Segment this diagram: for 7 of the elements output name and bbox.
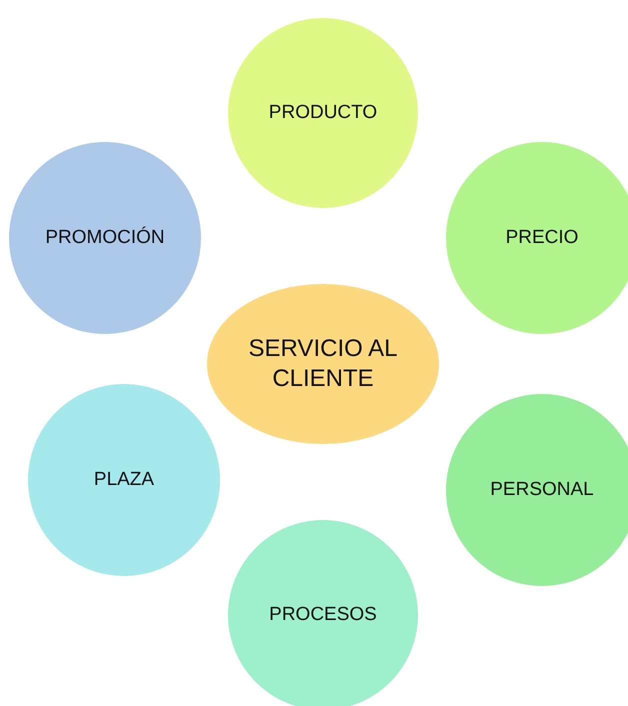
node-label: PRECIO bbox=[506, 226, 578, 250]
node-label: PERSONAL bbox=[490, 478, 594, 502]
node-label: SERVICIO AL CLIENTE bbox=[248, 334, 398, 394]
node-label: PROCESOS bbox=[269, 603, 377, 627]
node-label: PRODUCTO bbox=[268, 101, 378, 125]
node-label: PLAZA bbox=[94, 468, 154, 492]
node-label: PROMOCIÓN bbox=[45, 226, 165, 250]
